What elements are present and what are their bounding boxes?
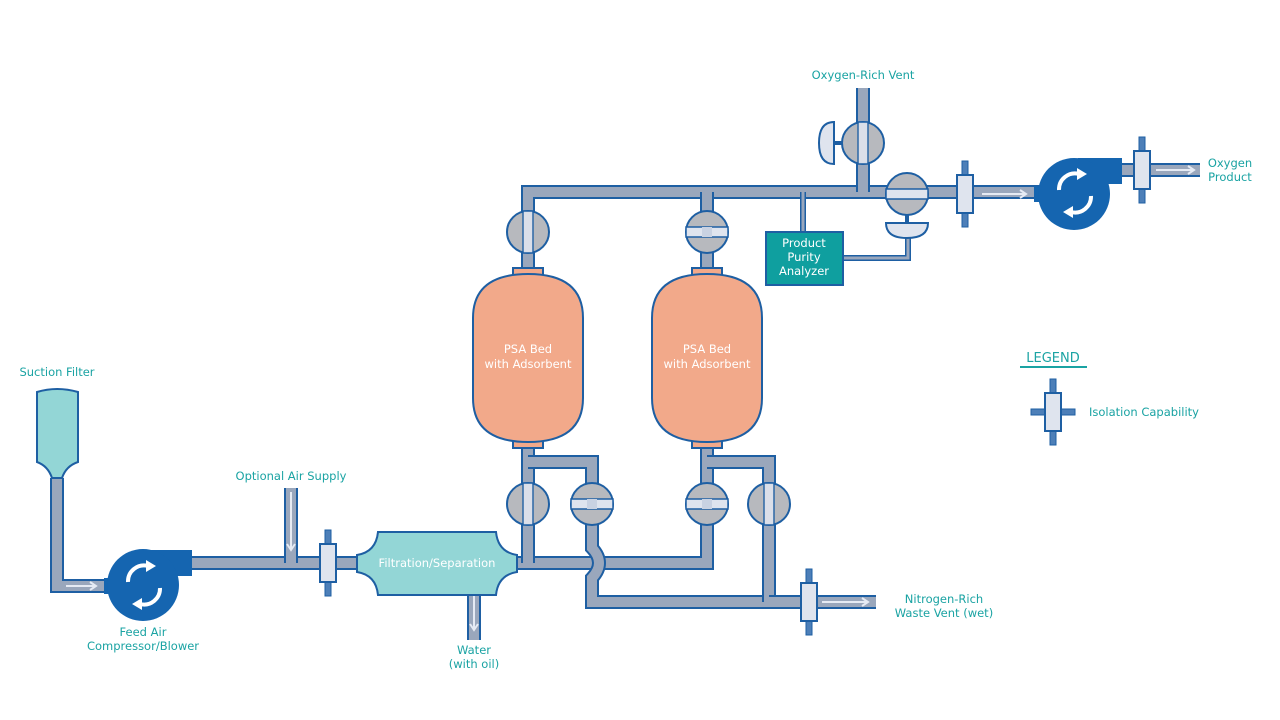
isolation-valve[interactable] <box>319 529 337 597</box>
bed1-label-2: with Adsorbent <box>485 357 572 371</box>
pipe-analyzer-signal-fill <box>843 230 910 260</box>
pipe-suction-to-blower <box>50 478 108 593</box>
isolation-valve[interactable] <box>800 568 818 636</box>
feed-air-compressor: Feed Air Compressor/Blower <box>87 549 199 653</box>
pipe-feed-header-fill <box>512 520 712 568</box>
legend-title: LEGEND <box>1026 351 1079 366</box>
nitrogen-label-1: Nitrogen-Rich <box>905 592 983 606</box>
flow-arrow-icon <box>822 597 870 607</box>
flow-arrow-icon <box>1156 165 1196 175</box>
switching-valve-open[interactable] <box>841 121 885 165</box>
rotation-arrow-icon <box>1057 171 1080 191</box>
switching-valve-open[interactable] <box>506 482 550 526</box>
pipe-bed2-waste <box>707 455 776 602</box>
isolation-valve[interactable] <box>1133 136 1151 204</box>
isolation-capability-icon <box>1030 378 1076 446</box>
psa-bed-2: PSA Bed with Adsorbent <box>651 267 763 449</box>
flow-arrow-icon <box>469 596 479 632</box>
switching-valve-open[interactable] <box>506 210 550 254</box>
switching-valve-closed[interactable] <box>685 482 729 526</box>
oxygen-product-label-1: Oxygen <box>1208 156 1252 170</box>
oxygen-product-label-2: Product <box>1208 170 1252 184</box>
actuator-icon <box>884 222 930 240</box>
analyzer-label-1: Product <box>782 236 826 250</box>
flow-arrows <box>66 165 1196 632</box>
suction-filter: Suction Filter <box>19 365 95 479</box>
rotation-arrow-icon <box>139 587 162 607</box>
psa-bed-1: PSA Bed with Adsorbent <box>472 267 584 449</box>
filtration-label: Filtration/Separation <box>379 556 496 570</box>
rotation-arrow-icon <box>126 563 149 583</box>
legend-item-label: Isolation Capability <box>1089 405 1199 419</box>
flow-arrow-icon <box>982 189 1028 199</box>
pipe-feed-header <box>512 520 714 570</box>
water-label-2: (with oil) <box>449 657 499 671</box>
switching-valve-open[interactable] <box>747 482 791 526</box>
rotation-arrow-icon <box>1070 195 1093 215</box>
analyzer-label-3: Analyzer <box>779 264 829 278</box>
product-control-valve[interactable] <box>884 172 930 240</box>
filtration-separation: Filtration/Separation <box>356 531 518 596</box>
flow-arrow-icon <box>66 581 98 591</box>
optional-air-label: Optional Air Supply <box>236 469 347 483</box>
suction-filter-label: Suction Filter <box>19 365 94 379</box>
nitrogen-label-2: Waste Vent (wet) <box>895 606 993 620</box>
legend: LEGEND Isolation Capability <box>1020 351 1199 446</box>
oxygen-vent-label: Oxygen-Rich Vent <box>812 68 915 82</box>
bed2-label-1: PSA Bed <box>683 342 731 356</box>
oxygen-booster <box>1034 158 1122 230</box>
isolation-valve[interactable] <box>956 160 974 228</box>
pipe-bed2-waste-fill <box>707 457 774 602</box>
switching-valve-closed[interactable] <box>685 210 729 254</box>
actuator-icon <box>817 120 835 166</box>
pipe-suction-fill <box>52 478 108 591</box>
bed1-label-1: PSA Bed <box>504 342 552 356</box>
bed2-label-2: with Adsorbent <box>664 357 751 371</box>
water-label-1: Water <box>457 643 491 657</box>
product-purity-analyzer: Product Purity Analyzer <box>765 231 844 286</box>
pipe-bed1-waste-fill <box>528 457 810 607</box>
analyzer-label-2: Purity <box>787 250 820 264</box>
feed-air-label-2: Compressor/Blower <box>87 639 199 653</box>
flow-arrow-icon <box>286 492 296 552</box>
switching-valve-closed[interactable] <box>570 482 614 526</box>
feed-air-label-1: Feed Air <box>120 625 167 639</box>
vent-valve-actuator <box>817 120 842 166</box>
